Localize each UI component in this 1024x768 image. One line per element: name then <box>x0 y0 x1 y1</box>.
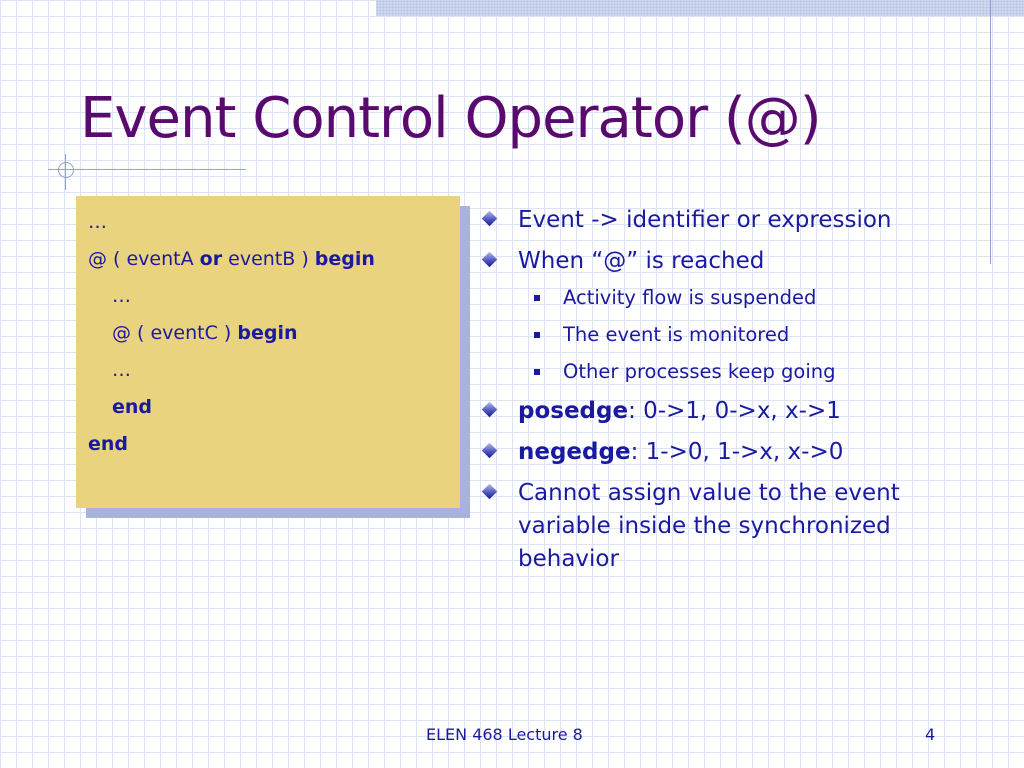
code-line-1: … <box>88 210 460 247</box>
code-ellipsis: … <box>88 211 107 233</box>
sub-bullet-item: The event is monitored <box>480 321 950 349</box>
sub-bullet-list: Activity flow is suspended The event is … <box>480 284 950 386</box>
diamond-bullet-icon <box>481 210 498 227</box>
footer-course: ELEN 468 Lecture 8 <box>426 725 583 744</box>
sub-bullet-item: Other processes keep going <box>480 358 950 386</box>
code-line-6: end <box>88 395 460 432</box>
bullet-list: Event -> identifier or expression When “… <box>480 204 950 584</box>
code-box: … @ ( eventA or eventB ) begin … @ ( eve… <box>76 196 460 508</box>
sub-bullet-text: The event is monitored <box>563 323 790 346</box>
sub-bullet-item: Activity flow is suspended <box>480 284 950 312</box>
crosshair-circle-icon <box>58 162 74 178</box>
bullet-text: Cannot assign value to the event variabl… <box>518 480 900 572</box>
sub-bullet-text: Other processes keep going <box>563 360 836 383</box>
right-decorative-line <box>990 0 991 264</box>
bullet-text: : 1->0, 1->x, x->0 <box>630 439 844 465</box>
bullet-text: Event -> identifier or expression <box>518 207 892 233</box>
square-bullet-icon <box>534 369 540 375</box>
title-underline <box>48 169 246 170</box>
code-keyword-end: end <box>112 396 153 418</box>
bullet-item: negedge: 1->0, 1->x, x->0 <box>480 436 950 469</box>
code-line-7: end <box>88 432 460 469</box>
keyword-posedge: posedge <box>518 398 629 424</box>
bullet-item: Cannot assign value to the event variabl… <box>480 477 950 576</box>
code-line-2: @ ( eventA or eventB ) begin <box>88 247 460 284</box>
bullet-text: When “@” is reached <box>518 248 765 274</box>
code-line-4: @ ( eventC ) begin <box>88 321 460 358</box>
code-keyword-begin: begin <box>314 248 375 270</box>
code-ellipsis: … <box>112 285 131 307</box>
code-keyword-begin: begin <box>237 322 298 344</box>
code-ellipsis: … <box>112 359 131 381</box>
sub-bullet-text: Activity flow is suspended <box>563 286 817 309</box>
code-text: @ ( eventC ) <box>112 322 238 344</box>
top-decorative-band <box>376 0 1024 16</box>
code-keyword-end: end <box>88 433 129 455</box>
diamond-bullet-icon <box>481 251 498 268</box>
diamond-bullet-icon <box>481 442 498 459</box>
bullet-item: posedge: 0->1, 0->x, x->1 <box>480 395 950 428</box>
slide-title: Event Control Operator (@) <box>80 86 822 151</box>
code-text: @ ( eventA <box>88 248 200 270</box>
bullet-text: : 0->1, 0->x, x->1 <box>628 398 841 424</box>
diamond-bullet-icon <box>481 401 498 418</box>
code-line-3: … <box>88 284 460 321</box>
bullet-item: Event -> identifier or expression <box>480 204 950 237</box>
code-keyword-or: or <box>199 248 223 270</box>
code-line-5: … <box>88 358 460 395</box>
diamond-bullet-icon <box>481 483 498 500</box>
square-bullet-icon <box>534 332 540 338</box>
code-text: eventB ) <box>222 248 315 270</box>
page-number: 4 <box>925 725 936 744</box>
bullet-item: When “@” is reached <box>480 245 950 278</box>
keyword-negedge: negedge <box>518 439 631 465</box>
square-bullet-icon <box>534 295 540 301</box>
